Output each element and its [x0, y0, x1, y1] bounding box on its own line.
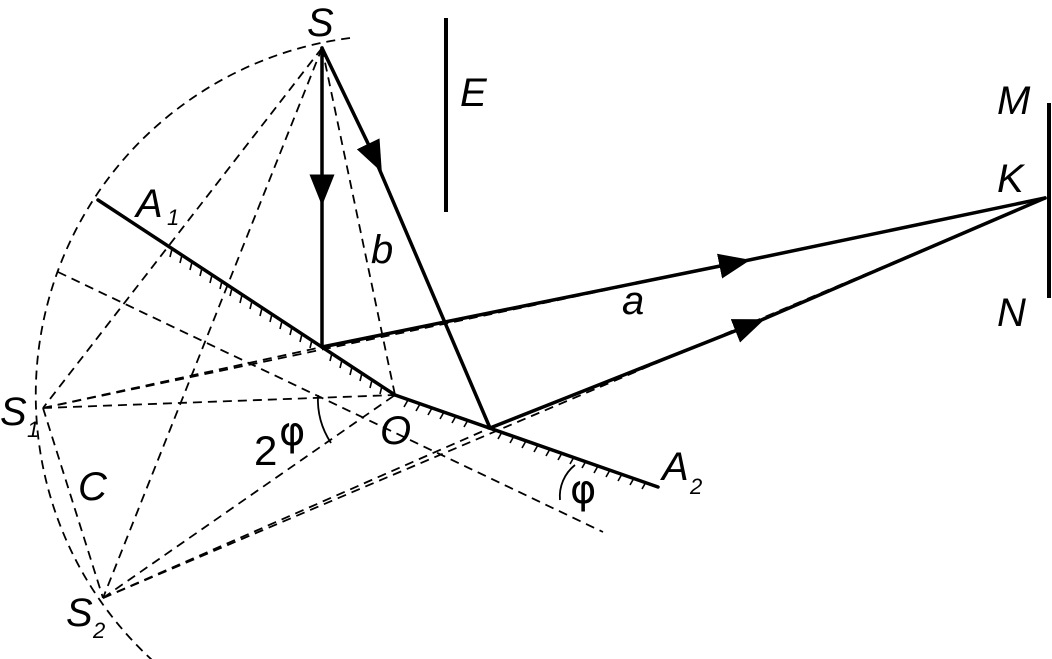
label-S1-subscript: 1 [27, 417, 39, 442]
label-A2: A [660, 445, 689, 489]
line-S-O [321, 47, 396, 396]
line-S-S1 [42, 47, 323, 409]
label-A2-subscript: 2 [689, 474, 702, 499]
label-S2: S [66, 591, 93, 635]
label-K: K [997, 157, 1026, 201]
label-ray-a: a [622, 279, 644, 323]
line-S1-O [42, 394, 396, 409]
ray-a [309, 46, 1047, 349]
label-S: S [307, 1, 334, 45]
line-S2-O [102, 394, 396, 599]
mirror-A2-hatching [403, 399, 647, 490]
mirror1-extension [57, 271, 604, 533]
source-circle-arc [34, 37, 351, 659]
label-angle-2: 2 [254, 427, 277, 474]
mirror-A1-hatching [169, 248, 383, 395]
label-ray-b: b [371, 228, 393, 272]
angle-2phi-arc [317, 394, 332, 444]
construction-lines [42, 47, 1046, 599]
label-C: C [78, 465, 108, 509]
label-S2-subscript: 2 [92, 618, 105, 643]
label-angle-2phi-symbol: φ [279, 409, 305, 455]
label-M: M [997, 79, 1031, 123]
line-S2-reflection [102, 427, 491, 599]
angle-phi-arc [558, 464, 576, 501]
ray-b [320, 46, 1047, 430]
line-S-S2 [102, 47, 323, 599]
label-A1: A [134, 182, 163, 226]
mirror-A2 [393, 393, 660, 489]
label-E: E [460, 71, 488, 115]
label-S1: S [0, 390, 27, 434]
label-N: N [997, 291, 1026, 335]
label-O: O [380, 409, 411, 453]
line-S1-reflection [42, 346, 323, 409]
mirror-A1 [96, 198, 397, 397]
label-angle-phi: φ [570, 467, 596, 513]
label-A1-subscript: 1 [167, 205, 179, 230]
line-S1-S2 [42, 407, 104, 599]
line-S2-K [102, 197, 1046, 599]
